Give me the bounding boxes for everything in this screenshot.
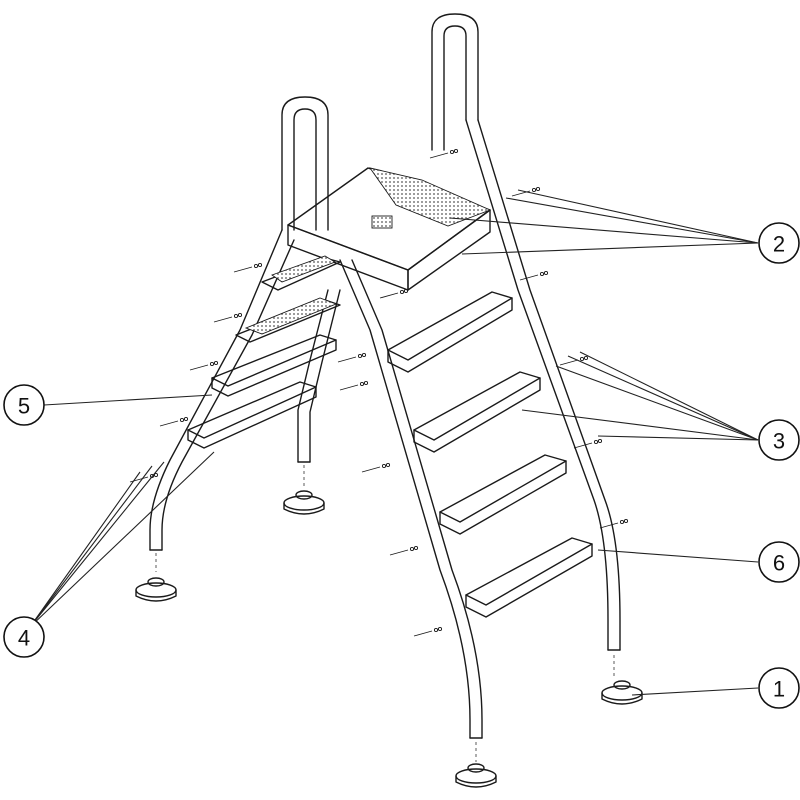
callout-3: 3 [758, 419, 800, 461]
callout-label-4: 4 [18, 626, 30, 651]
ladder-feet [135, 490, 643, 788]
leader-lines [29, 189, 759, 696]
callout-label-1: 1 [773, 677, 785, 702]
callout-6: 6 [758, 541, 800, 583]
top-platform [287, 167, 492, 291]
callout-label-6: 6 [773, 551, 785, 576]
callout-4: 4 [3, 616, 45, 658]
callout-label-3: 3 [773, 429, 785, 454]
left-steps [187, 255, 341, 449]
callout-1: 1 [758, 667, 800, 709]
rear-handrail-frame [431, 13, 621, 678]
callout-2: 2 [758, 222, 800, 264]
callout-label-5: 5 [18, 394, 30, 419]
callout-label-2: 2 [773, 232, 785, 257]
callout-5: 5 [3, 384, 45, 426]
front-inner-frame [281, 96, 483, 762]
left-side-frame [149, 229, 341, 572]
right-steps [387, 291, 593, 618]
